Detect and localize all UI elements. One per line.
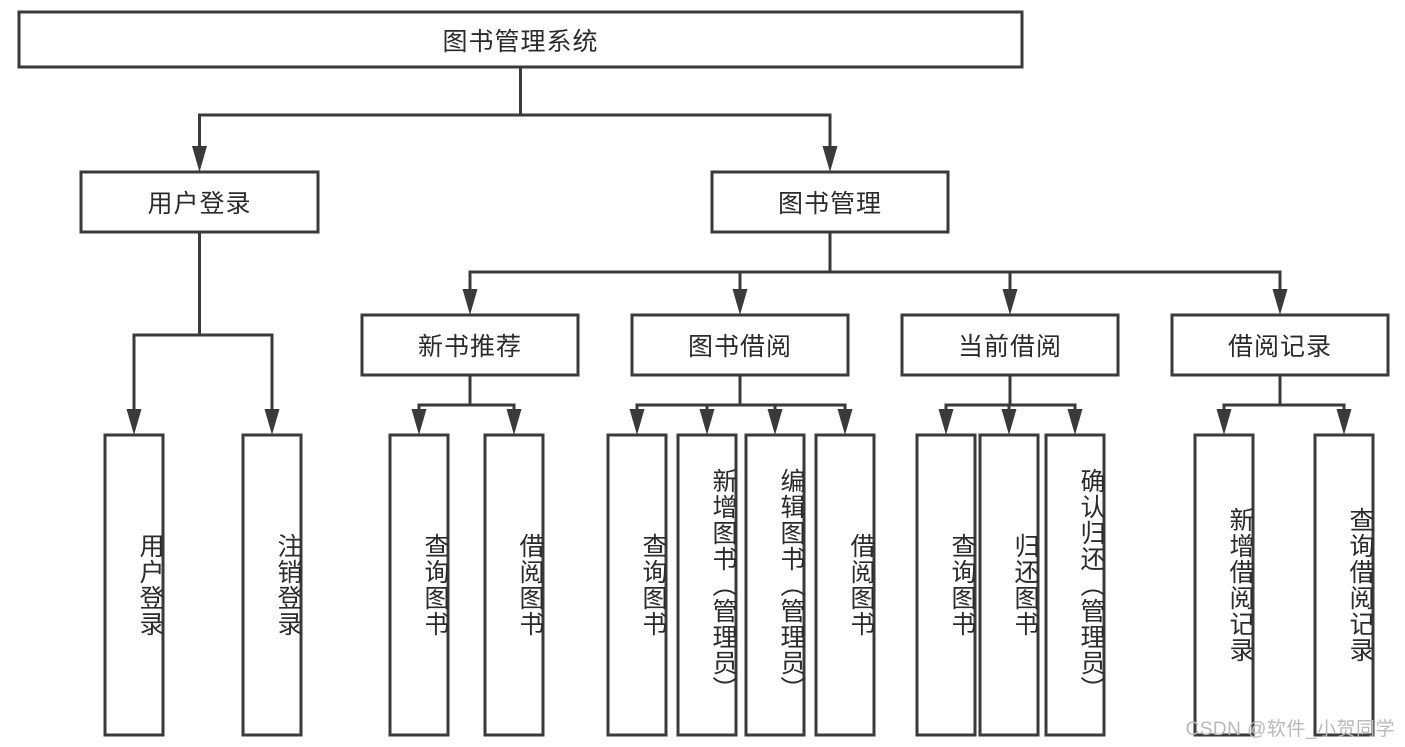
node-box-user-login[interactable] [79,170,320,234]
arrow-head-icon [629,409,645,435]
node-box-book-manage[interactable] [710,170,950,234]
arrow-head-icon [1067,409,1083,435]
arrow-head-icon [506,409,522,435]
arrow-head-icon [822,146,838,172]
node-box-leaf-query-book-cur[interactable] [915,433,977,737]
arrow-head-icon [699,409,715,435]
connectors-layer [126,65,1352,435]
node-box-leaf-add-record[interactable] [1193,433,1255,737]
node-box-leaf-return-book[interactable] [978,433,1040,737]
node-box-leaf-add-book[interactable] [676,433,738,737]
arrow-head-icon [938,409,954,435]
arrow-head-icon [1216,409,1232,435]
arrow-head-icon [732,289,748,315]
node-box-root[interactable] [17,10,1024,69]
watermark: CSDN @软件_小贺同学 [1185,719,1395,740]
node-box-leaf-borrow-book-rec[interactable] [483,433,545,737]
node-box-leaf-logout[interactable] [241,433,303,737]
node-box-leaf-edit-book[interactable] [744,433,806,737]
node-box-new-book-rec[interactable] [360,313,580,377]
arrow-head-icon [767,409,783,435]
node-box-leaf-user-login[interactable] [103,433,165,737]
node-box-current-borrow[interactable] [900,313,1120,377]
node-box-leaf-confirm-return[interactable] [1044,433,1106,737]
arrow-head-icon [411,409,427,435]
nodes-layer [17,10,1390,737]
arrow-head-icon [1336,409,1352,435]
node-box-leaf-query-book-rec[interactable] [388,433,450,737]
arrow-head-icon [192,146,207,172]
arrow-head-icon [264,409,280,435]
node-box-book-borrow[interactable] [630,313,850,377]
arrow-head-icon [462,289,478,315]
node-box-leaf-borrow-book[interactable] [814,433,876,737]
arrow-head-icon [126,409,142,435]
node-box-borrow-record[interactable] [1170,313,1390,377]
node-box-leaf-query-record[interactable] [1313,433,1375,737]
arrow-head-icon [1272,289,1288,315]
arrow-head-icon [1001,409,1017,435]
arrow-head-icon [837,409,853,435]
node-box-leaf-query-book-borrow[interactable] [606,433,668,737]
arrow-head-icon [1002,289,1018,315]
